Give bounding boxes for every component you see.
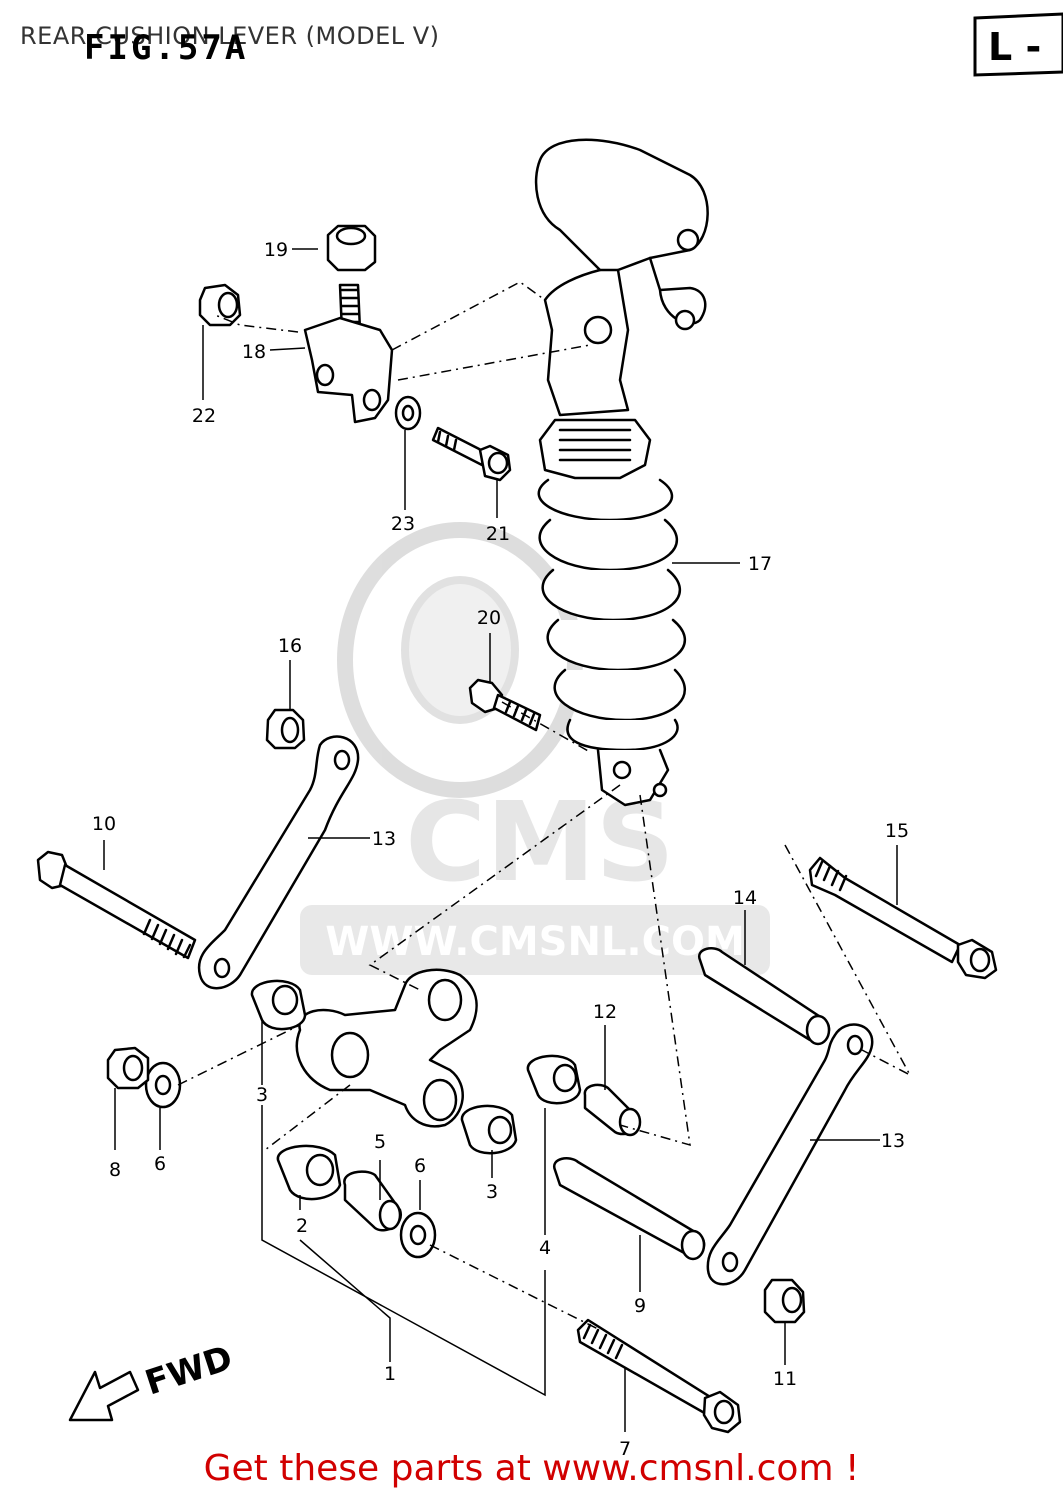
callout-2: 2 — [296, 1215, 308, 1237]
part-13-cushion-rod-lower — [706, 1023, 874, 1286]
callout-21: 21 — [486, 523, 510, 545]
fwd-label: FWD — [140, 1338, 237, 1404]
callout-19: 19 — [264, 239, 288, 261]
callout-11: 11 — [773, 1368, 797, 1390]
part-14-spacer — [697, 947, 831, 1046]
callout-14: 14 — [733, 887, 757, 909]
part-15-bolt — [808, 856, 998, 980]
watermark-url: WWW.CMSNL.COM — [325, 919, 745, 965]
corner-tag: L - — [973, 12, 1063, 77]
part-7-bolt — [576, 1318, 742, 1434]
footer-link-text[interactable]: Get these parts at www.cmsnl.com ! — [203, 1448, 860, 1489]
part-18-bracket — [303, 283, 394, 424]
part-10-bolt — [36, 850, 197, 960]
figure-label: FIG.57A — [84, 28, 249, 68]
callout-9: 9 — [634, 1295, 646, 1317]
part-17-rear-shock-absorber — [534, 138, 709, 807]
callout-22: 22 — [192, 405, 216, 427]
part-12-spacer — [583, 1083, 642, 1137]
part-11-nut — [763, 1278, 806, 1324]
callout-3b: 3 — [486, 1181, 498, 1203]
part-6-washer-right — [399, 1211, 437, 1259]
callout-6b: 6 — [414, 1155, 426, 1177]
part-5-spacer — [343, 1170, 403, 1232]
callout-5: 5 — [374, 1131, 386, 1153]
part-16-nut — [265, 708, 306, 750]
callout-13a: 13 — [372, 828, 396, 850]
callout-3a: 3 — [256, 1084, 268, 1106]
callout-23: 23 — [391, 513, 415, 535]
callout-17: 17 — [748, 553, 772, 575]
corner-tag-text: L - — [988, 25, 1041, 69]
callout-13b: 13 — [881, 1130, 905, 1152]
callout-12: 12 — [593, 1001, 617, 1023]
callout-1: 1 — [384, 1363, 396, 1385]
leader-lines — [103, 248, 912, 1432]
callout-4: 4 — [539, 1237, 551, 1259]
part-3-bearing-left — [250, 979, 307, 1031]
part-9-spacer — [552, 1157, 706, 1261]
callout-20: 20 — [477, 607, 501, 629]
watermark: CMS WWW.CMSNL.COM — [300, 522, 770, 975]
callout-6a: 6 — [154, 1153, 166, 1175]
callout-18: 18 — [242, 341, 266, 363]
diagram-title: REAR CUSHION LEVER (MODEL V) — [20, 22, 440, 50]
part-23-washer — [394, 395, 422, 431]
part-3-bearing-right — [460, 1104, 518, 1155]
part-4-bearing — [526, 1054, 582, 1105]
part-6-washer-left — [144, 1061, 182, 1109]
callout-8: 8 — [109, 1159, 121, 1181]
callout-16: 16 — [278, 635, 302, 657]
part-8-nut — [106, 1046, 150, 1090]
callout-7: 7 — [619, 1438, 631, 1460]
part-22-nut — [198, 283, 242, 327]
part-2-bearing — [276, 1144, 342, 1201]
callout-numbers: 1 2 3 3 4 5 6 6 7 8 9 10 11 12 13 13 14 … — [92, 239, 909, 1460]
part-21-bolt — [431, 426, 512, 482]
part-19-nut — [326, 224, 377, 272]
forward-arrow: FWD — [68, 1338, 237, 1422]
part-13-cushion-rod-upper — [197, 735, 360, 990]
callout-10: 10 — [92, 813, 116, 835]
callout-15: 15 — [885, 820, 909, 842]
part-1-cushion-lever — [295, 968, 478, 1128]
